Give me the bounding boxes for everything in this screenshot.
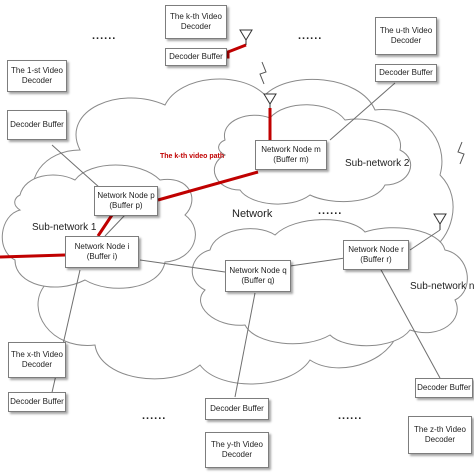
network-node-m: Network Node m(Buffer m): [255, 140, 327, 170]
network-node-p: Network Node p(Buffer p): [94, 186, 158, 216]
wireless-signal-icon: [457, 141, 465, 165]
ellipsis-top-right: ......: [298, 30, 323, 42]
node-m-name: Network Node m: [261, 145, 321, 154]
node-q-name: Network Node q: [229, 266, 287, 275]
link-q-r: [289, 257, 346, 267]
node-p-name: Network Node p: [97, 191, 155, 200]
network-node-r: Network Node r(Buffer r): [343, 240, 409, 270]
node-q-buffer: (Buffer q): [241, 276, 275, 285]
xth-decoder-line1: The x-th Video: [11, 350, 63, 359]
zth-decoder-line2: Decoder: [424, 435, 456, 444]
zth-decoder-line1: The z-th Video: [414, 425, 466, 434]
kth-decoder-line2: Decoder: [180, 22, 212, 31]
uth-decoder-buffer-label: Decoder Buffer: [379, 68, 433, 77]
link-r-antenna: [409, 229, 441, 251]
network-node-q: Network Node q(Buffer q): [225, 260, 291, 292]
antenna-k-decoder: [239, 29, 253, 45]
1st-decoder-line1: The 1-st Video: [11, 66, 63, 75]
link-i-q: [139, 259, 226, 273]
xth-decoder-buffer: Decoder Buffer: [8, 392, 66, 412]
video-path-label: The k-th video path: [160, 153, 225, 160]
kth-decoder-buffer-label: Decoder Buffer: [169, 52, 223, 61]
ellipsis-middle: ......: [318, 205, 343, 217]
yth-decoder-buffer: Decoder Buffer: [205, 398, 269, 420]
node-r-name: Network Node r: [348, 245, 404, 254]
video-path-m-p: [157, 170, 259, 202]
link-i-x-decoder: [47, 269, 81, 411]
antenna-r: [433, 213, 447, 230]
subnetwork-1-label: Sub-network 1: [32, 222, 97, 233]
yth-decoder-buffer-label: Decoder Buffer: [210, 404, 264, 413]
zth-decoder-buffer: Decoder Buffer: [415, 378, 473, 398]
node-p-buffer: (Buffer p): [109, 201, 143, 210]
link-1st-decoder-p: [51, 144, 101, 189]
1st-decoder-buffer: Decoder Buffer: [7, 110, 67, 140]
antenna-m: [263, 93, 277, 108]
kth-decoder-buffer: Decoder Buffer: [165, 48, 227, 66]
yth-decoder-line1: The y-th Video: [211, 440, 263, 449]
kth-decoder-line1: The k-th Video: [170, 12, 222, 21]
1st-decoder-line2: Decoder: [21, 76, 53, 85]
node-i-buffer: (Buffer i): [86, 252, 118, 261]
xth-decoder-buffer-label: Decoder Buffer: [10, 397, 64, 406]
xth-decoder-line2: Decoder: [21, 360, 53, 369]
uth-decoder-buffer: Decoder Buffer: [375, 64, 437, 82]
wireless-signal-icon: [259, 61, 267, 85]
connection-lines: [47, 82, 441, 411]
video-path-p-i: [96, 214, 114, 237]
uth-decoder-line2: Decoder: [390, 36, 422, 45]
ellipsis-bottom-right: ......: [338, 410, 363, 422]
1st-decoder-buffer-label: Decoder Buffer: [10, 120, 64, 129]
link-m-u-decoder: [329, 82, 396, 141]
yth-decoder-line2: Decoder: [221, 450, 253, 459]
ellipsis-bottom-left: ......: [142, 410, 167, 422]
ellipsis-top-left: ......: [92, 30, 117, 42]
node-r-buffer: (Buffer r): [360, 255, 392, 264]
link-q-y-decoder: [234, 292, 256, 398]
link-p-i: [104, 214, 126, 237]
network-node-i: Network Node i(Buffer i): [65, 236, 139, 268]
kth-video-path: [0, 43, 272, 259]
link-r-z-decoder: [379, 267, 441, 379]
uth-decoder-line1: The u-th Video: [379, 26, 433, 35]
network-label: Network: [232, 208, 273, 220]
subnetwork-n-label: Sub-network n: [410, 281, 474, 292]
zth-decoder-buffer-label: Decoder Buffer: [417, 383, 471, 392]
video-path-i-left: [0, 253, 66, 259]
node-m-buffer: (Buffer m): [273, 155, 309, 164]
node-i-name: Network Node i: [74, 242, 130, 251]
subnetwork-2-label: Sub-network 2: [345, 158, 410, 169]
